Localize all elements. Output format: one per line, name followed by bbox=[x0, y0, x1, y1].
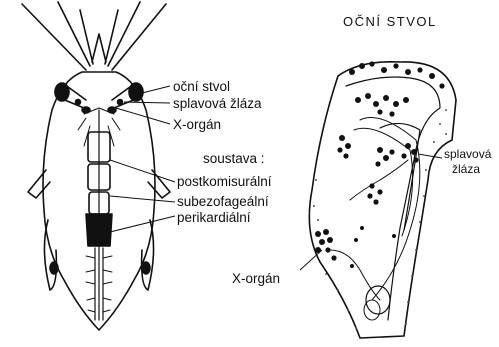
leg-left-lower bbox=[44, 220, 56, 290]
antenna-left-outer bbox=[22, 4, 86, 70]
antenna-left-inner bbox=[80, 10, 93, 64]
eye-stalk-section-illustration bbox=[309, 62, 456, 338]
leg-left-upper bbox=[28, 170, 50, 198]
crustacean-body-illustration bbox=[22, 2, 170, 330]
label-pericardial: perikardiální bbox=[177, 210, 251, 225]
dot-stalk-right bbox=[118, 100, 123, 105]
stalk-outline bbox=[309, 62, 456, 338]
label-postcommissural: postkomisurální bbox=[177, 174, 272, 189]
label-sinus-gland-right-line1: splavová bbox=[444, 147, 492, 161]
label-eye-stalk: oční stvol bbox=[173, 79, 230, 94]
antenna-right-outer bbox=[112, 4, 166, 70]
dark-spot-head-left bbox=[82, 107, 90, 113]
label-x-organ-left: X-orgán bbox=[173, 117, 221, 132]
label-x-organ-right: X-orgán bbox=[232, 271, 280, 286]
antenna-right-inner bbox=[105, 10, 118, 64]
gland-right-lower bbox=[142, 262, 150, 274]
dot-stalk-left bbox=[76, 100, 81, 105]
gland-left-lower bbox=[50, 262, 58, 274]
nerve-loop-inner bbox=[364, 300, 380, 320]
leader-lines-right bbox=[300, 154, 442, 270]
dark-spot-head-right bbox=[108, 107, 116, 113]
label-sinus-gland-left: splavová žláza bbox=[173, 96, 262, 111]
right-title: OČNÍ STVOL bbox=[343, 14, 437, 29]
rostrum bbox=[92, 34, 106, 62]
label-subesophageal: subezofageální bbox=[177, 194, 269, 209]
label-sinus-gland-right-line2: žláza bbox=[452, 162, 480, 176]
label-system-heading: soustava : bbox=[203, 151, 265, 166]
leg-right-lower bbox=[142, 220, 154, 290]
leader-lines-left bbox=[110, 86, 175, 232]
stipple-texture bbox=[313, 109, 447, 329]
ganglion-dark-body bbox=[86, 214, 112, 246]
cell-clusters bbox=[315, 61, 445, 268]
